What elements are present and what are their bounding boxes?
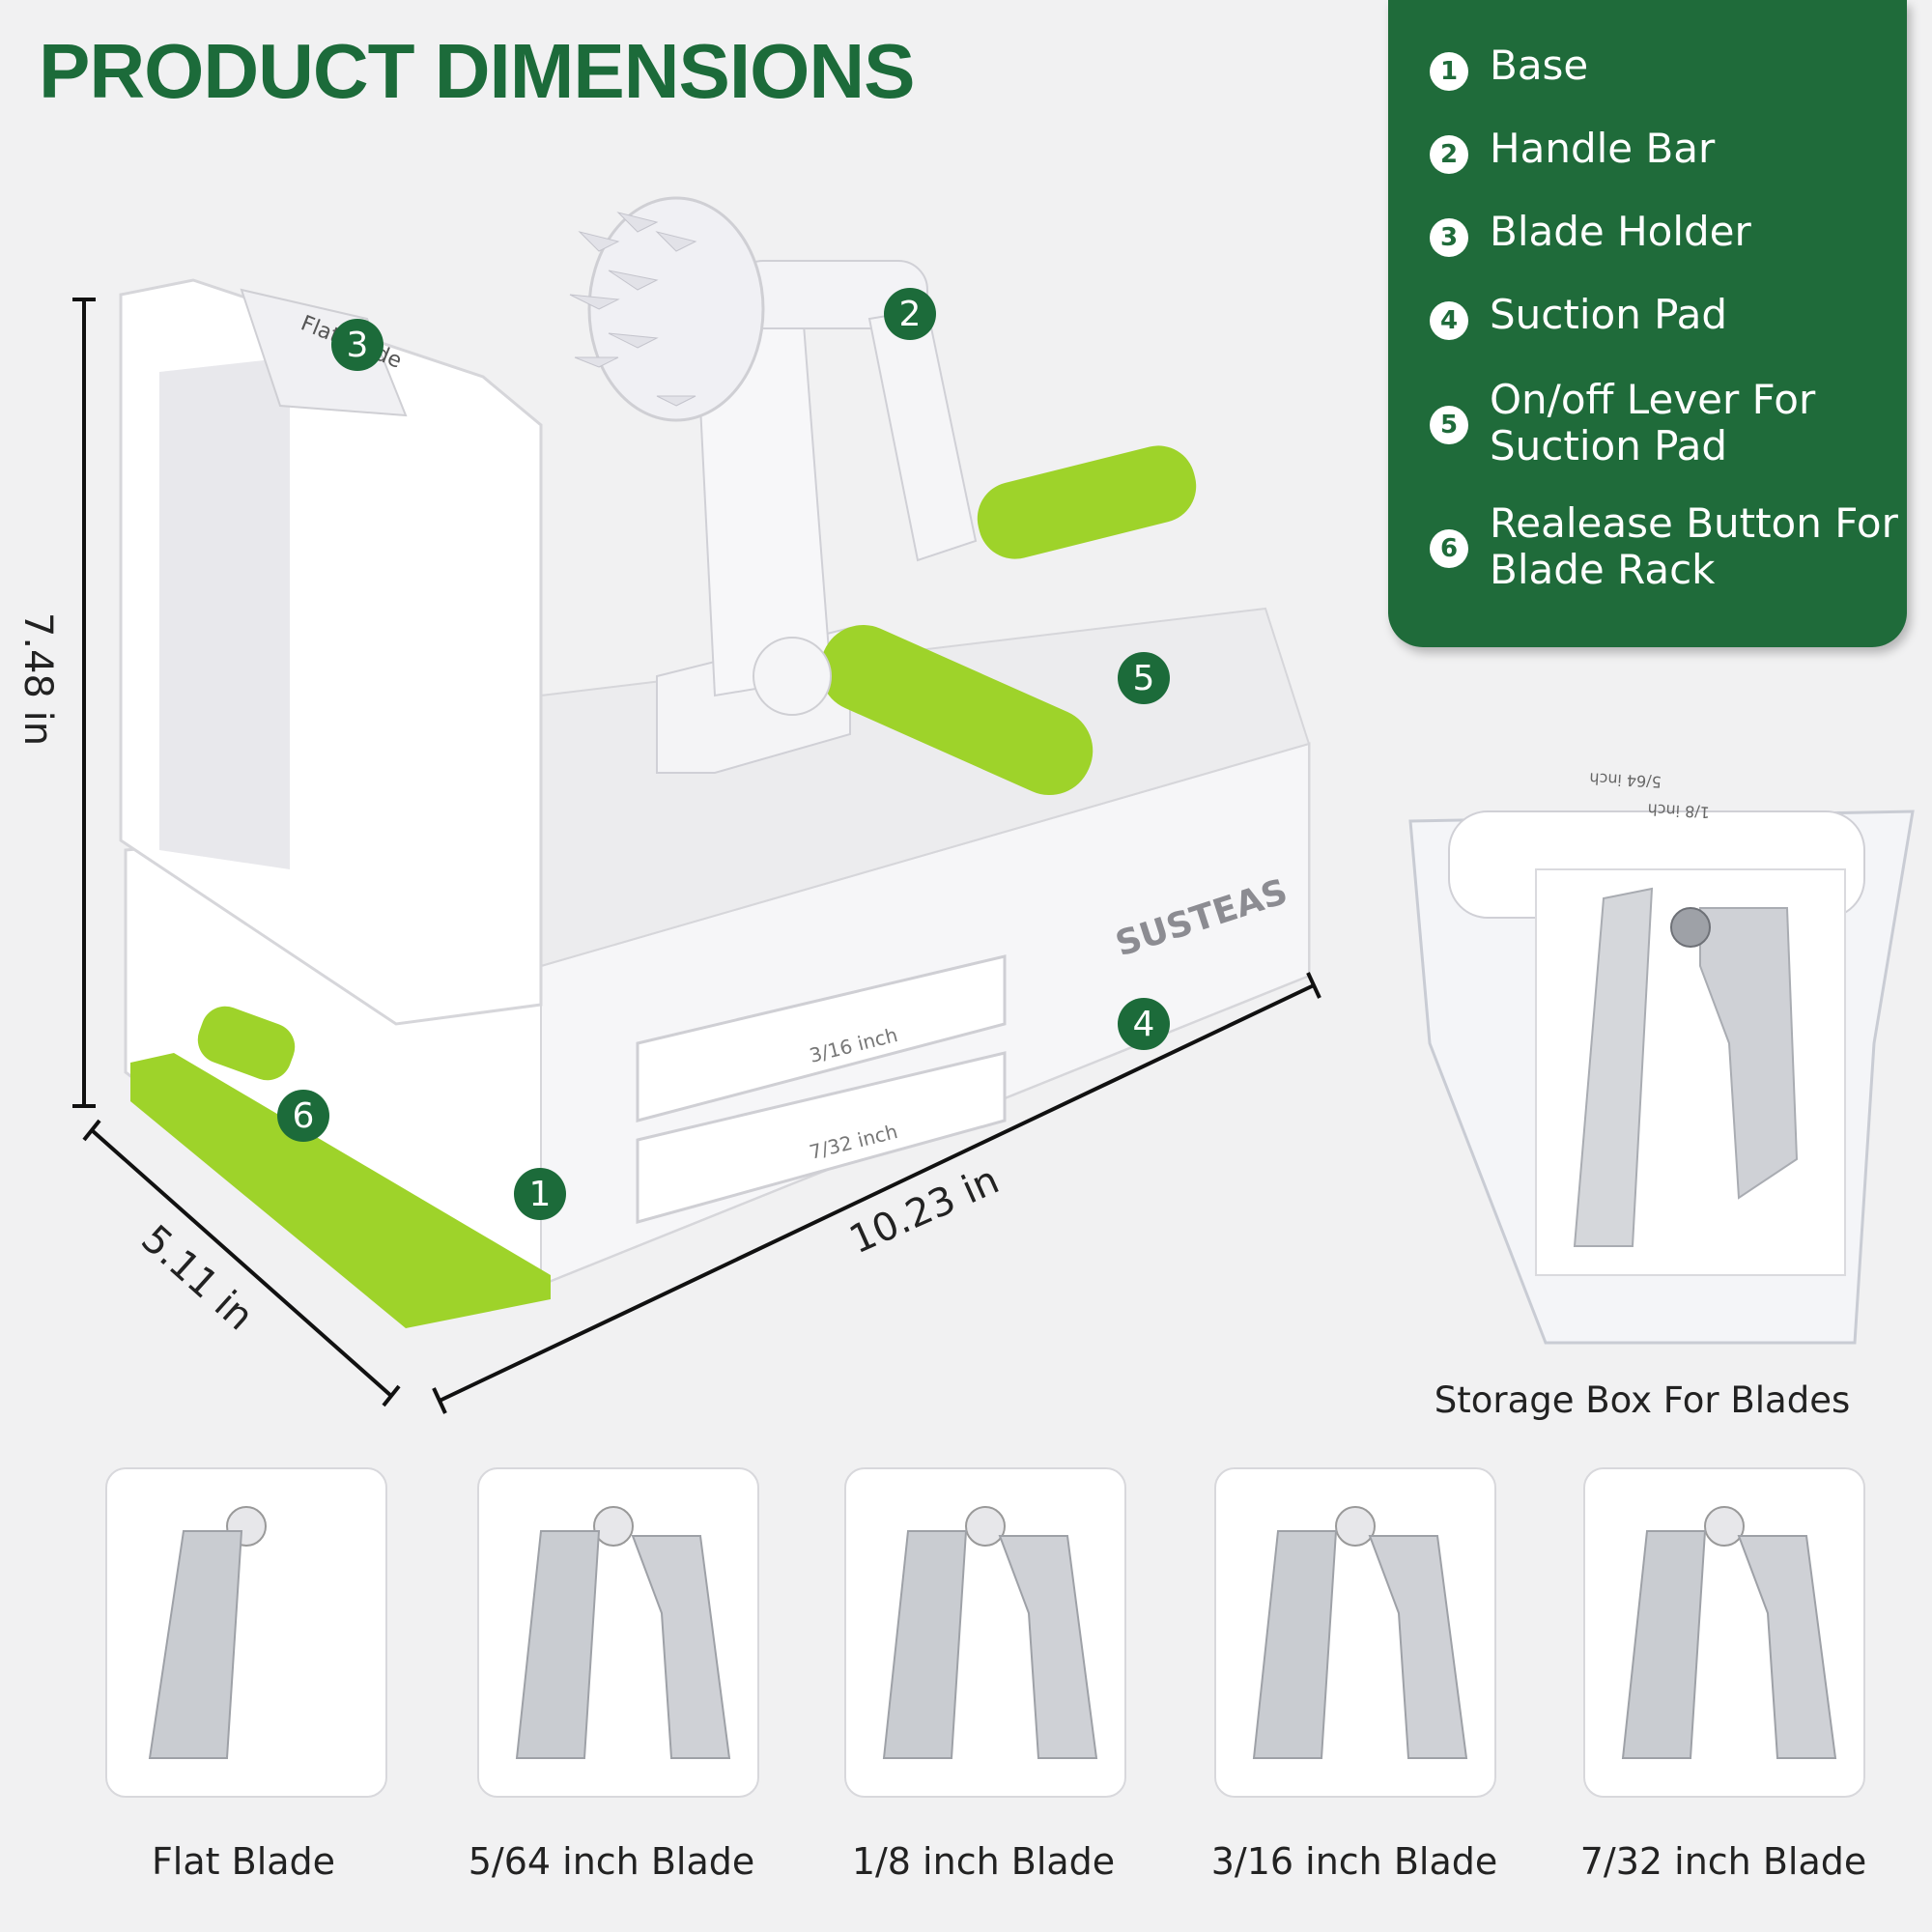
legend-label: On/off Lever For Suction Pad <box>1490 376 1816 469</box>
blade-caption: Flat Blade <box>151 1840 336 1883</box>
callout-4: 4 <box>1118 998 1170 1050</box>
legend-number: 4 <box>1430 301 1468 340</box>
blade-cards <box>105 1467 1865 1798</box>
height-dimension-label: 7.48 in <box>15 611 61 747</box>
legend-label: Realease Button For Blade Rack <box>1490 499 1898 593</box>
blade-drawer-lower <box>636 1051 1007 1224</box>
tower-window <box>159 357 290 869</box>
lever-pivot <box>753 637 832 716</box>
legend-item: 6 Realease Button For Blade Rack <box>1430 500 1898 593</box>
legend-label: Suction Pad <box>1490 291 1728 338</box>
storage-box: 5/64 inch 1/8 inch <box>1408 769 1915 1345</box>
blade-card <box>844 1467 1126 1798</box>
prong-plate <box>587 196 765 422</box>
length-dimension-line <box>439 983 1315 1403</box>
blade-caption: 5/64 inch Blade <box>468 1840 755 1883</box>
depth-dimension-line <box>90 1128 393 1398</box>
callout-2: 2 <box>884 288 936 340</box>
callout-6: 6 <box>277 1090 329 1142</box>
lime-foot-strip <box>130 1053 551 1328</box>
blade-drawer-upper <box>636 954 1007 1122</box>
blade-caption: 3/16 inch Blade <box>1210 1840 1498 1883</box>
storage-label: 1/8 inch <box>1647 800 1710 821</box>
legend-number: 6 <box>1430 529 1468 568</box>
blade-caption: 7/32 inch Blade <box>1579 1840 1867 1883</box>
legend-label: Blade Holder <box>1490 208 1751 255</box>
legend-number: 2 <box>1430 135 1468 174</box>
storage-label: 5/64 inch <box>1589 769 1662 791</box>
legend-item: 1 Base <box>1430 43 1588 91</box>
legend-item: 2 Handle Bar <box>1430 126 1715 174</box>
crank-arm <box>867 307 978 562</box>
legend-label: Handle Bar <box>1490 125 1716 172</box>
legend-item: 3 Blade Holder <box>1430 209 1751 257</box>
parts-legend: 1 Base 2 Handle Bar 3 Blade Holder 4 Suc… <box>1388 0 1907 647</box>
legend-label: Base <box>1490 42 1589 89</box>
blade-card <box>1214 1467 1496 1798</box>
callout-3: 3 <box>331 319 384 371</box>
blade-card <box>105 1467 387 1798</box>
callout-1: 1 <box>514 1168 566 1220</box>
suction-lever <box>819 624 1094 796</box>
blade-caption: 1/8 inch Blade <box>851 1840 1116 1883</box>
legend-number: 3 <box>1430 218 1468 257</box>
release-button-shape <box>197 1006 296 1081</box>
callout-5: 5 <box>1118 652 1170 704</box>
legend-item: 4 Suction Pad <box>1430 292 1727 340</box>
legend-item: 5 On/off Lever For Suction Pad <box>1430 377 1815 469</box>
crank-handle <box>977 445 1197 559</box>
legend-number: 5 <box>1430 406 1468 444</box>
blade-card <box>477 1467 759 1798</box>
storage-box-caption: Storage Box For Blades <box>1434 1379 1851 1421</box>
legend-number: 1 <box>1430 52 1468 91</box>
page-title: PRODUCT DIMENSIONS <box>39 28 915 114</box>
blade-card <box>1583 1467 1865 1798</box>
